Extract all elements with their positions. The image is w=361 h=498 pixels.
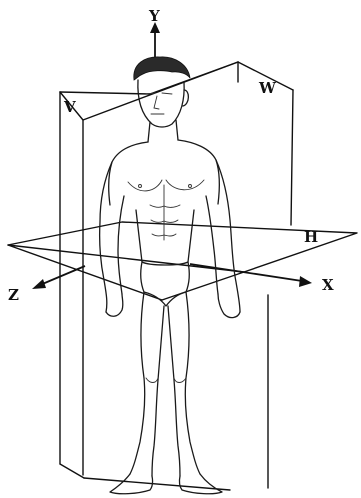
- plane-v-label: V: [63, 98, 76, 116]
- plane-w-label: W: [258, 79, 277, 97]
- human-figure: [100, 57, 240, 494]
- z-axis-arrow: [32, 266, 85, 289]
- hair: [134, 57, 190, 80]
- left-foot: [110, 474, 153, 494]
- y-axis-arrow: [150, 22, 160, 58]
- axis-x-label: X: [322, 276, 334, 294]
- right-foot: [179, 474, 222, 494]
- axis-y-label: Y: [148, 7, 160, 25]
- plane-h-label: H: [304, 228, 318, 246]
- right-leg: [185, 292, 200, 474]
- torso: [109, 142, 148, 205]
- head: [138, 80, 184, 127]
- plane-v: [60, 92, 230, 490]
- left-arm: [100, 162, 112, 312]
- axis-z-label: Z: [8, 286, 19, 304]
- left-leg: [130, 292, 145, 474]
